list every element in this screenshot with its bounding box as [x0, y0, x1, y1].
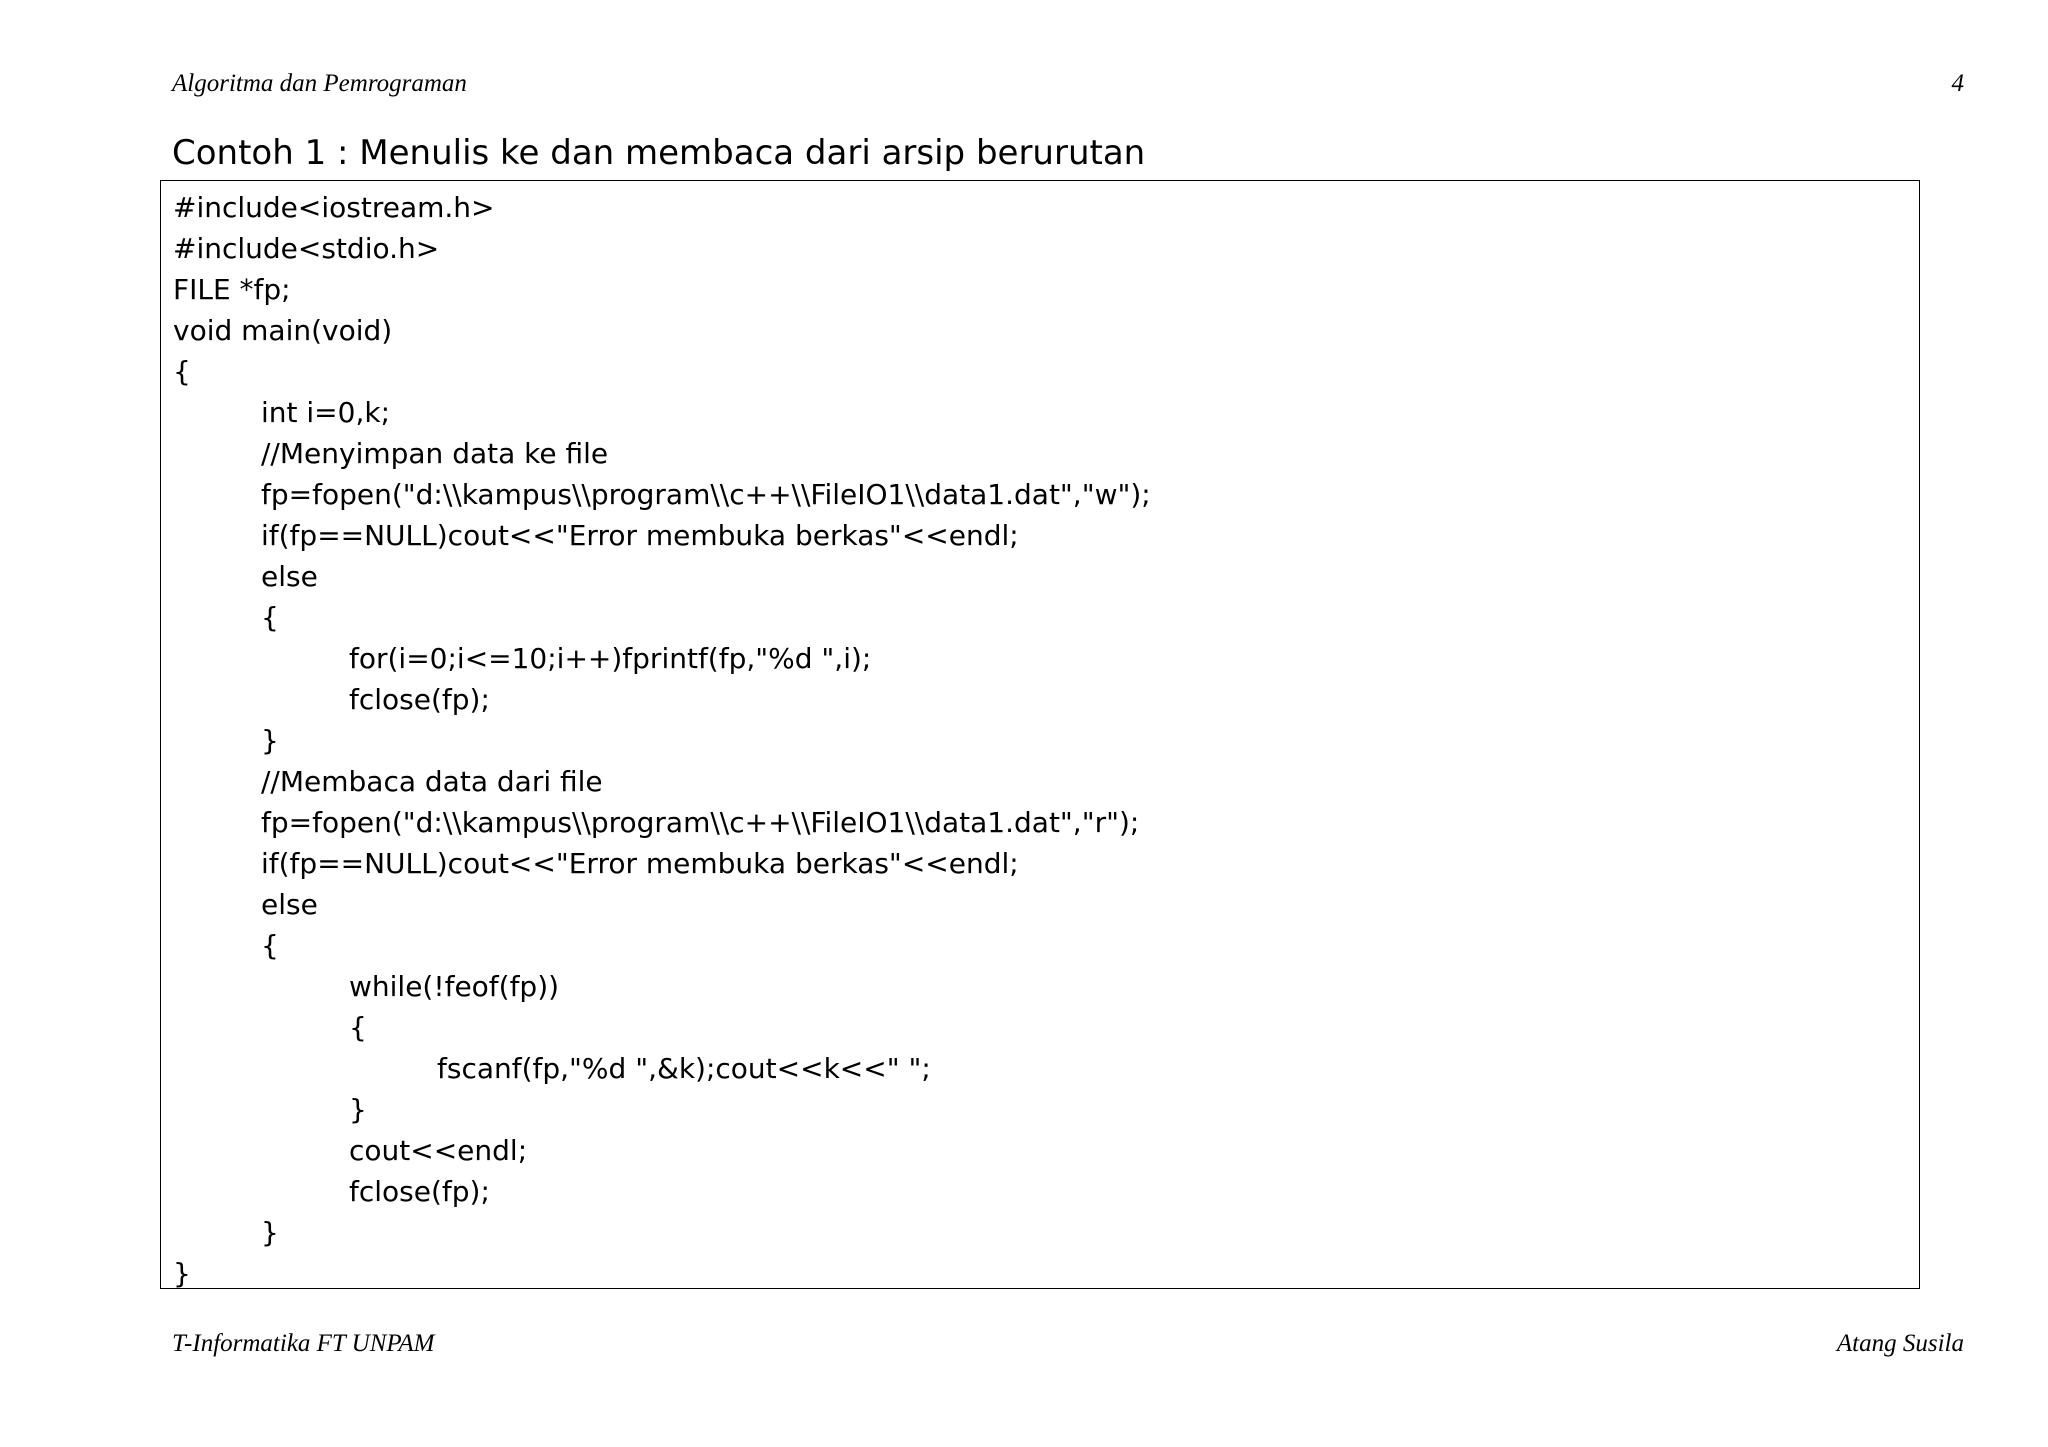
code-line: while(!feof(fp)) [349, 970, 560, 1003]
code-line: #include<iostream.h> [173, 191, 495, 224]
code-line: { [349, 1011, 367, 1044]
code-lines: #include<iostream.h> #include<stdio.h> FIL… [173, 187, 1151, 1294]
example-title: Contoh 1 : Menulis ke dan membaca dari a… [172, 133, 1146, 173]
page-footer: T-Informatika FT UNPAM Atang Susila [172, 1330, 1964, 1358]
code-line: for(i=0;i<=10;i++)fprintf(fp,"%d ",i); [349, 642, 872, 675]
code-line: else [261, 560, 318, 593]
footer-author: Atang Susila [1836, 1330, 1964, 1357]
header-course-title: Algoritma dan Pemrograman [172, 70, 467, 97]
code-line: fp=fopen("d:\\kampus\\program\\c++\\File… [261, 478, 1151, 511]
code-line: if(fp==NULL)cout<<"Error membuka berkas"… [261, 847, 1019, 880]
footer-department: T-Informatika FT UNPAM [172, 1330, 435, 1357]
code-line: if(fp==NULL)cout<<"Error membuka berkas"… [261, 519, 1019, 552]
code-listing-box: #include<iostream.h> #include<stdio.h> FIL… [160, 180, 1920, 1290]
code-line: } [173, 1257, 191, 1290]
code-line: { [261, 601, 279, 634]
code-line: else [261, 888, 318, 921]
code-line: fscanf(fp,"%d ",&k);cout<<k<<" "; [437, 1052, 931, 1085]
code-line: fp=fopen("d:\\kampus\\program\\c++\\File… [261, 806, 1140, 839]
page-header: Algoritma dan Pemrograman 4 [172, 70, 1964, 98]
code-line: fclose(fp); [349, 1175, 490, 1208]
code-line: fclose(fp); [349, 683, 490, 716]
code-line: #include<stdio.h> [173, 232, 440, 265]
code-line: void main(void) [173, 314, 393, 347]
code-line: } [261, 1216, 279, 1249]
code-line: //Menyimpan data ke file [261, 437, 609, 470]
code-line: { [173, 355, 191, 388]
code-line: { [261, 929, 279, 962]
code-line: FILE *fp; [173, 273, 291, 306]
code-line: } [349, 1093, 367, 1126]
code-line: int i=0,k; [261, 396, 391, 429]
code-line: //Membaca data dari file [261, 765, 603, 798]
code-line: } [261, 724, 279, 757]
code-line: cout<<endl; [349, 1134, 528, 1167]
page-number: 4 [1951, 70, 1965, 97]
